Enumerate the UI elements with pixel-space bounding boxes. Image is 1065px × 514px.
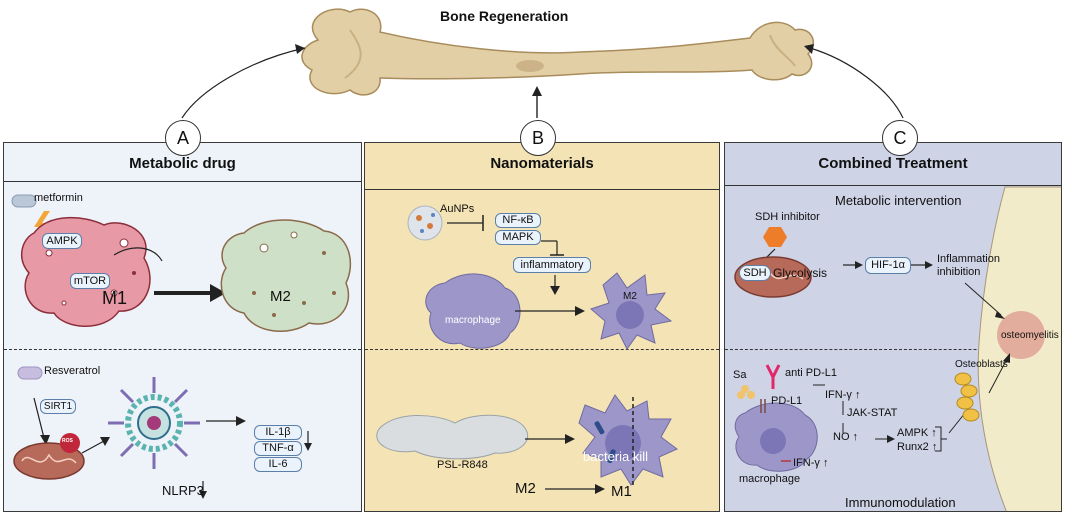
m2-bottom-label: M2 (515, 480, 536, 497)
cytokine-tnfa: TNF-α (254, 441, 302, 456)
ampk-box: AMPK (42, 233, 82, 249)
figure-title: Bone Regeneration (440, 8, 569, 24)
panel-a-title: Metabolic drug (129, 155, 236, 172)
nlrp3-label: NLRP3 (162, 483, 204, 498)
panel-c-title: Combined Treatment (818, 155, 968, 172)
m2-label: M2 (270, 288, 291, 305)
panel-a-letter: A (165, 120, 201, 156)
osteoblasts-label: Osteoblasts (955, 359, 1008, 370)
osteomyelitis-label: osteomyelitis (1001, 330, 1059, 341)
pdl1-label: PD-L1 (771, 395, 803, 407)
nfkb-box: NF-κB (495, 213, 541, 228)
panel-b-divider (365, 349, 719, 350)
panel-a-divider (4, 349, 361, 350)
ifn-bottom-label: IFN-γ ↑ (793, 457, 829, 469)
ros-label: ROS (62, 438, 73, 444)
panel-combined-treatment: Combined Treatment (724, 142, 1062, 512)
pslr848-label: PSL-R848 (437, 459, 488, 471)
runx2-up-label: Runx2 ↑ (897, 441, 938, 453)
sdh-inhibitor-label: SDH inhibitor (755, 211, 820, 223)
mapk-box: MAPK (495, 230, 541, 245)
panel-b-title-divider (365, 189, 719, 190)
panel-a-title-divider (4, 181, 361, 182)
sirt1-box: SIRT1 (40, 399, 76, 414)
panel-b-graphics (376, 205, 678, 494)
panel-metabolic-drug: Metabolic drug (3, 142, 362, 512)
ampk-up-label: AMPK ↑ (897, 427, 937, 439)
immunomodulation-label: Immunomodulation (845, 495, 956, 510)
hif1a-box: HIF-1α (865, 257, 911, 274)
panel-c-divider (725, 349, 1061, 350)
inflammation-label-2: inhibition (937, 266, 981, 278)
m1-label: M1 (102, 288, 128, 308)
no-up-label: NO ↑ (833, 431, 859, 443)
panel-b-letter: B (520, 120, 556, 156)
metabolic-intervention-label: Metabolic intervention (835, 193, 962, 208)
metformin-label: metformin (34, 192, 83, 204)
panel-b-title: Nanomaterials (490, 155, 594, 172)
panel-c-graphics (734, 186, 1061, 511)
panel-c-title-divider (725, 185, 1061, 186)
m1-bottom-label: M1 (611, 483, 632, 500)
ifn-up-label: IFN-γ ↑ (825, 389, 861, 401)
panel-a-graphics (11, 194, 352, 499)
macrophage-c-label: macrophage (739, 473, 801, 485)
mtor-box: mTOR (70, 273, 110, 289)
m2-cell-label: M2 (623, 291, 637, 302)
inflammation-label-1: Inflammation (937, 253, 1000, 265)
panel-c-letter: C (882, 120, 918, 156)
macrophage-label: macrophage (445, 315, 501, 326)
cytokine-il6: IL-6 (254, 457, 302, 472)
cytokine-il1b: IL-1β (254, 425, 302, 440)
sdh-box: SDH (739, 265, 771, 281)
resveratrol-label: Resveratrol (44, 365, 101, 377)
anti-pdl1-label: anti PD-L1 (785, 367, 837, 379)
jak-stat-label: JAK-STAT (847, 407, 898, 419)
glycolysis-label: Glycolysis (773, 266, 828, 280)
bacteria-kill-label: bacteria kill (583, 449, 649, 464)
panel-nanomaterials: Nanomaterials AuNPs (364, 142, 720, 512)
sa-label: Sa (733, 369, 747, 381)
aunps-label: AuNPs (440, 203, 475, 215)
inflammatory-box: inflammatory (513, 257, 591, 273)
